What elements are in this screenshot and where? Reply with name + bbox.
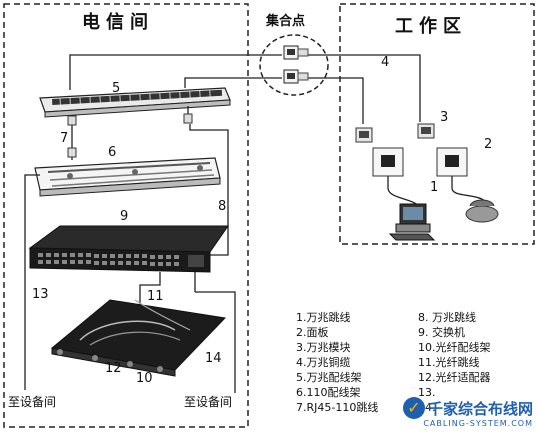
patch-panel-5 [40, 88, 230, 117]
legend-item: 4.万兆铜缆 [296, 355, 378, 370]
legend-item: 3.万兆模块 [296, 340, 378, 355]
to-equipment-room-left: 至设备间 [8, 393, 56, 410]
fiber-panel-10 [52, 300, 225, 376]
switch-9 [30, 226, 228, 272]
jumper-right-plug [184, 114, 192, 123]
faceplate-left [356, 128, 403, 176]
telecom-room-title: 电信间 [82, 8, 154, 34]
watermark-sub: CABLING-SYSTEM.COM [403, 419, 533, 428]
callout-8: 8 [218, 199, 226, 214]
callout-13: 13 [32, 287, 49, 302]
legend-item: 12.光纤适配器 [418, 370, 491, 385]
callout-9: 9 [120, 209, 128, 224]
callout-6: 6 [108, 145, 116, 160]
computer-icon [390, 204, 434, 240]
jumper-7-plug-bottom [68, 148, 76, 157]
watermark-logo: ✓ 千家综合布线网 CABLING-SYSTEM.COM [403, 397, 533, 428]
legend-item: 8. 万兆跳线 [418, 310, 491, 325]
legend-item: 9. 交换机 [418, 325, 491, 340]
work-area-title: 工作区 [395, 12, 467, 38]
logo-icon: ✓ [403, 397, 425, 419]
cable-13-line [25, 175, 40, 380]
callout-12: 12 [105, 361, 122, 376]
callout-3: 3 [440, 110, 448, 125]
to-equipment-room-right: 至设备间 [184, 393, 232, 410]
legend-item: 5.万兆配线架 [296, 370, 378, 385]
jumper-7-plug-top [68, 116, 76, 125]
phone-icon [466, 200, 498, 222]
legend-left: 1.万兆跳线 2.面板 3.万兆模块 4.万兆铜缆 5.万兆配线架 6.110配… [296, 310, 378, 415]
callout-5: 5 [112, 81, 120, 96]
faceplate-right [418, 124, 467, 176]
consolidation-point-boundary [260, 35, 328, 95]
callout-4: 4 [381, 55, 389, 70]
legend-item: 11.光纤跳线 [418, 355, 491, 370]
consolidation-point-title: 集合点 [266, 10, 305, 29]
callout-7: 7 [60, 131, 68, 146]
legend-item: 1.万兆跳线 [296, 310, 378, 325]
callout-2: 2 [484, 137, 492, 152]
110-panel-6 [35, 158, 220, 196]
consolidation-module-bottom [284, 70, 308, 83]
consolidation-module-top [284, 46, 308, 59]
legend-item: 2.面板 [296, 325, 378, 340]
callout-1: 1 [430, 180, 438, 195]
work-area-boundary [340, 4, 534, 244]
watermark-main: 千家综合布线网 [428, 398, 533, 419]
horizontal-cable-line [70, 55, 282, 90]
legend-item: 7.RJ45-110跳线 [296, 400, 378, 415]
callout-14: 14 [205, 351, 222, 366]
callout-10: 10 [136, 371, 153, 386]
callout-11: 11 [147, 289, 164, 304]
legend-item: 6.110配线架 [296, 385, 378, 400]
copper-cable-line-2 [305, 78, 363, 124]
legend-item: 10.光纤配线架 [418, 340, 491, 355]
